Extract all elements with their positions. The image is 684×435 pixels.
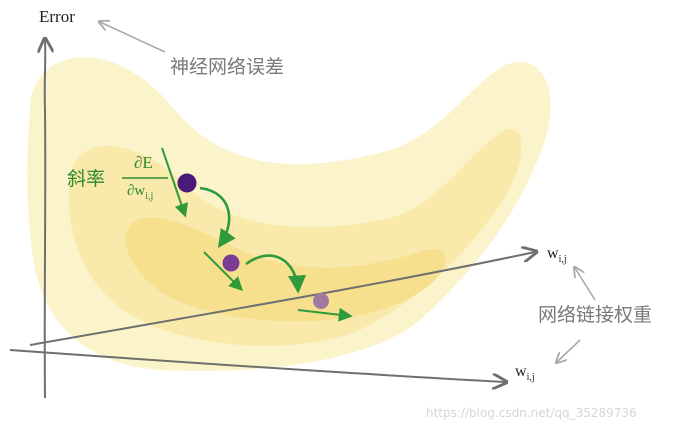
weights-pointer-arrow-down <box>557 339 581 362</box>
weights-caption: 网络链接权重 <box>538 304 653 326</box>
gradient-arrow-3 <box>297 307 353 322</box>
gradient-arrow-2 <box>203 251 243 291</box>
ball-end <box>313 293 329 309</box>
weights-pointer-arrow-up <box>575 268 596 301</box>
slope-numerator: ∂E <box>134 153 153 172</box>
ball-start <box>177 173 197 193</box>
slope-caption: 斜率 <box>67 168 106 190</box>
error-axis-title: Error <box>39 7 75 26</box>
weight-axis-upper <box>29 252 535 346</box>
weight-axis-lower-label: wi,j <box>515 363 535 384</box>
error-axis <box>45 40 46 399</box>
ball-middle <box>222 254 240 272</box>
weight-axis-lower <box>9 349 505 382</box>
slope-denominator: ∂wi,j <box>127 183 154 202</box>
watermark: https://blog.csdn.net/qq_35289736 <box>426 406 637 420</box>
weight-axis-upper-label: wi,j <box>547 245 567 266</box>
error-pointer-arrow <box>100 22 166 53</box>
gradient-arrow-1 <box>161 147 188 218</box>
descent-curve-2 <box>245 254 307 294</box>
descent-curve-1 <box>199 186 236 248</box>
error-surface-inner <box>125 217 446 322</box>
error-caption: 神经网络误差 <box>170 56 285 78</box>
